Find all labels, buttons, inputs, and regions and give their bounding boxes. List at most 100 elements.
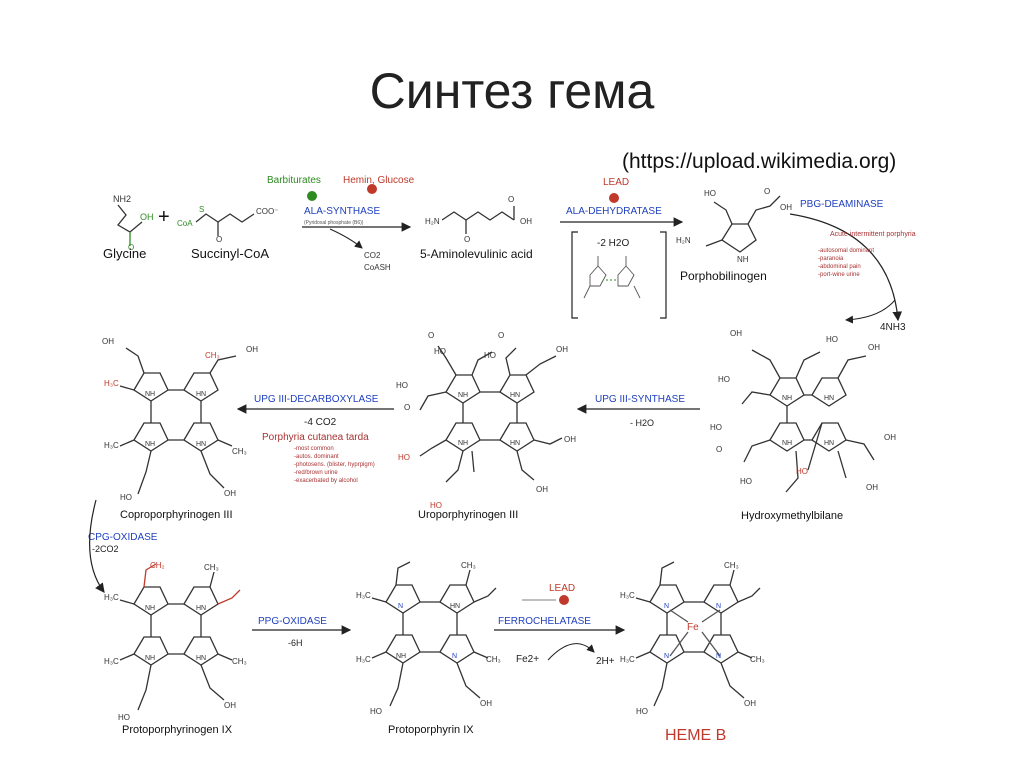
coash-label: CoASH — [364, 263, 391, 272]
proto-gen-label: Protoporphyrinogen IX — [122, 724, 233, 736]
svg-text:O: O — [498, 331, 504, 340]
svg-text:OH: OH — [564, 435, 576, 444]
svg-text:O: O — [464, 235, 470, 244]
minus-4co2-label: -4 CO2 — [304, 417, 337, 428]
svg-text:CH₂: CH₂ — [150, 561, 165, 570]
inhibition-marker-icon — [367, 184, 377, 194]
svg-text:HN: HN — [824, 395, 834, 402]
proto-gen-structure — [119, 563, 241, 711]
enzyme-ala-synthase: ALA-SYNTHASE — [304, 206, 380, 217]
co2-label: CO2 — [364, 251, 381, 260]
minus-h2o-label: - H2O — [630, 418, 654, 428]
svg-text:H₃C: H₃C — [104, 657, 119, 666]
glycine-label: Glycine — [103, 246, 146, 261]
arrow-pbg-deaminase — [789, 213, 903, 322]
enzyme-cpg-oxidase: CPG-OXIDASE — [88, 532, 158, 543]
svg-text:HO: HO — [740, 477, 752, 486]
svg-text:O: O — [716, 445, 722, 454]
pct-note: -photosens. (blister, hyprpigm) — [294, 462, 375, 468]
source-note: (https://upload.wikimedia.org) — [622, 150, 897, 173]
svg-text:HO: HO — [370, 707, 382, 716]
svg-text:H₃C: H₃C — [104, 379, 119, 388]
uro-label: Uroporphyrinogen III — [418, 509, 518, 521]
aip-note: -paranoia — [818, 256, 844, 262]
svg-text:NH2: NH2 — [113, 194, 131, 204]
hmb-structure — [741, 349, 875, 493]
succinyl-coa-label: Succinyl-CoA — [191, 246, 269, 261]
barbiturates-label: Barbiturates — [267, 175, 321, 186]
plus-sign: + — [158, 206, 170, 228]
heme-structure — [635, 561, 761, 707]
nh3-label: 4NH3 — [880, 322, 906, 333]
svg-text:OH: OH — [744, 699, 756, 708]
svg-text:H₃C: H₃C — [356, 655, 371, 664]
enzyme-upg3-synthase: UPG III-SYNTHASE — [595, 394, 685, 405]
svg-text:N: N — [716, 603, 721, 610]
svg-text:OH: OH — [102, 337, 114, 346]
svg-text:NH: NH — [145, 605, 155, 612]
svg-text:S: S — [199, 205, 204, 214]
svg-text:CH₃: CH₃ — [486, 655, 501, 664]
svg-text:OH: OH — [866, 483, 878, 492]
svg-text:HN: HN — [510, 440, 520, 447]
svg-text:NH: NH — [145, 655, 155, 662]
svg-text:OH: OH — [224, 489, 236, 498]
pbg-structure — [705, 195, 781, 253]
enzyme-upg3-decarboxylase: UPG III-DECARBOXYLASE — [254, 394, 379, 405]
svg-text:H₃C: H₃C — [104, 441, 119, 450]
svg-text:CH₃: CH₃ — [461, 561, 476, 570]
intermediate-structure — [583, 256, 641, 299]
svg-text:HO: HO — [826, 335, 838, 344]
heme-label: HEME B — [665, 727, 726, 744]
svg-text:OH: OH — [868, 343, 880, 352]
enzyme-pbg-deaminase: PBG-DEAMINASE — [800, 199, 884, 210]
svg-text:OH: OH — [536, 485, 548, 494]
svg-text:O: O — [508, 195, 514, 204]
pbg-label: Porphobilinogen — [680, 269, 767, 283]
copro-label: Coproporphyrinogen III — [120, 509, 233, 521]
svg-text:H₃C: H₃C — [620, 591, 635, 600]
svg-text:O: O — [428, 331, 434, 340]
svg-text:CH₃: CH₃ — [232, 447, 247, 456]
svg-text:HO: HO — [710, 423, 722, 432]
svg-text:N: N — [664, 603, 669, 610]
svg-text:CH₃: CH₃ — [232, 657, 247, 666]
succinyl-coa-structure — [195, 213, 255, 236]
svg-text:NH: NH — [145, 441, 155, 448]
svg-text:H₂N: H₂N — [676, 236, 691, 245]
lead-inhibition-icon — [609, 193, 619, 203]
svg-text:OH: OH — [224, 701, 236, 710]
svg-text:NH: NH — [458, 392, 468, 399]
ala-label: 5-Aminolevulinic acid — [420, 247, 533, 261]
svg-text:HN: HN — [196, 441, 206, 448]
pct-note: -red/brown urine — [294, 470, 338, 476]
enzyme-ppg-oxidase: PPG-OXIDASE — [258, 616, 327, 627]
svg-text:OH: OH — [520, 217, 532, 226]
svg-text:HO: HO — [396, 381, 408, 390]
svg-text:CoA: CoA — [177, 219, 193, 228]
aip-title: Acute intermittent porphyria — [830, 231, 916, 238]
cofactor-note: (Pyridoxal phosphate (B6)) — [304, 220, 364, 226]
pct-title: Porphyria cutanea tarda — [262, 432, 369, 443]
svg-text:CH₃: CH₃ — [724, 561, 739, 570]
enzyme-ala-dehydratase: ALA-DEHYDRATASE — [566, 206, 662, 217]
svg-text:NH: NH — [396, 653, 406, 660]
ala-structure — [441, 206, 515, 234]
svg-text:CH₃: CH₃ — [205, 351, 220, 360]
fe-center-label: Fe — [687, 622, 699, 633]
svg-text:HO: HO — [718, 375, 730, 384]
svg-text:HN: HN — [824, 440, 834, 447]
svg-text:NH: NH — [737, 255, 749, 264]
svg-text:OH: OH — [780, 203, 792, 212]
aip-note: -abdominal pain — [818, 264, 861, 270]
svg-text:HO: HO — [704, 189, 716, 198]
svg-text:COO⁻: COO⁻ — [256, 207, 278, 216]
svg-text:HO: HO — [484, 351, 496, 360]
svg-text:OH: OH — [480, 699, 492, 708]
svg-text:HN: HN — [196, 391, 206, 398]
svg-text:N: N — [398, 603, 403, 610]
svg-text:N: N — [452, 653, 457, 660]
svg-text:HO: HO — [636, 707, 648, 716]
2h-label: 2H+ — [596, 656, 615, 667]
glycine-structure — [117, 204, 143, 246]
